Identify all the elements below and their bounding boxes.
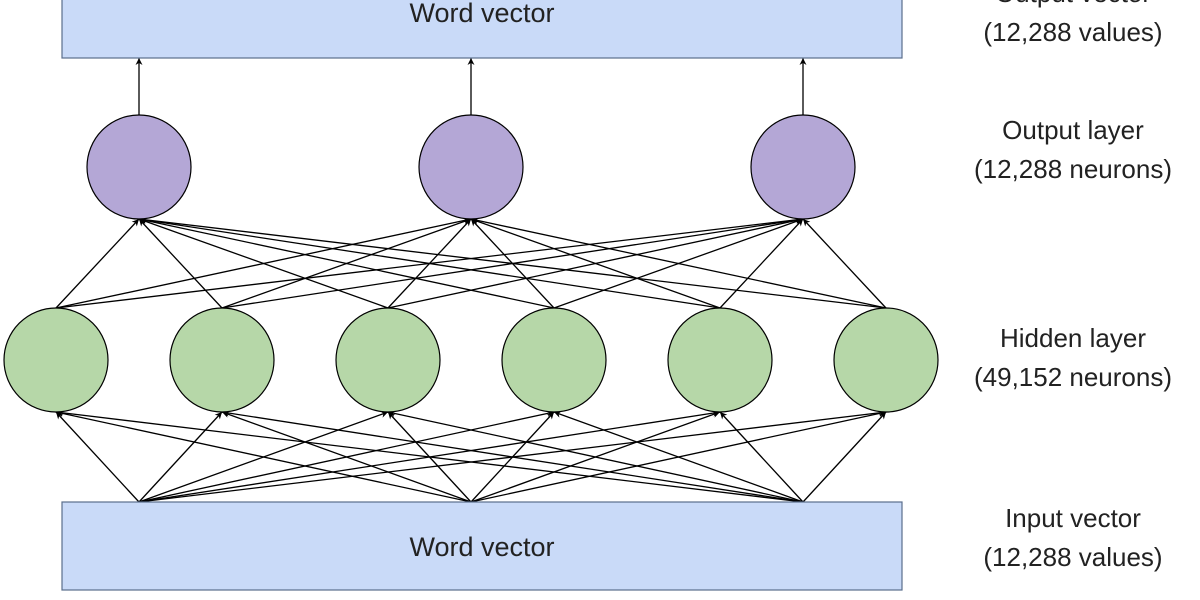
- input-vector-label-line1: Input vector: [1005, 503, 1141, 533]
- output-layer-side-label: Output layer (12,288 neurons): [974, 115, 1172, 184]
- connection-line: [553, 411, 804, 503]
- output-layer-label-line1: Output layer: [1002, 115, 1144, 145]
- hidden-layer-label-line1: Hidden layer: [1000, 323, 1146, 353]
- input-vector: Word vector: [61, 501, 903, 591]
- connection-line: [55, 410, 472, 503]
- hidden-layer-label-line2: (49,152 neurons): [974, 362, 1172, 392]
- input-vector-box-label: Word vector: [409, 532, 554, 562]
- connection-line: [55, 409, 804, 503]
- hidden-neuron: [169, 307, 275, 413]
- connection-line: [470, 218, 721, 309]
- output-vector: Word vector: [61, 0, 903, 59]
- output-vector-side-label: Output vector (12,288 values): [983, 0, 1162, 47]
- output-neuron: [418, 114, 524, 220]
- output-layer-neurons: [86, 114, 856, 220]
- hidden-neuron: [667, 307, 773, 413]
- connection-line: [138, 216, 887, 309]
- output-vector-label-line2: (12,288 values): [983, 17, 1162, 47]
- connection-line: [470, 217, 887, 309]
- output-vector-box: [61, 0, 903, 59]
- connection-line: [802, 218, 887, 309]
- hidden-neuron: [3, 307, 109, 413]
- output-layer-label-line2: (12,288 neurons): [974, 154, 1172, 184]
- input-to-hidden-connections: [55, 409, 887, 503]
- connection-line: [719, 411, 804, 503]
- connection-line: [55, 218, 140, 309]
- hidden-layer-neurons: [3, 307, 939, 413]
- hidden-neuron: [833, 307, 939, 413]
- connection-line: [387, 410, 804, 503]
- connection-line: [138, 217, 555, 309]
- input-vector-side-label: Input vector (12,288 values): [983, 503, 1162, 572]
- connection-line: [55, 411, 140, 503]
- input-vector-label-line2: (12,288 values): [983, 542, 1162, 572]
- output-vector-label-line1: Output vector: [995, 0, 1151, 8]
- output-to-vector-connections: [135, 58, 807, 115]
- hidden-neuron: [501, 307, 607, 413]
- connection-line: [802, 411, 887, 503]
- connection-line: [138, 218, 389, 309]
- connection-line: [221, 409, 804, 503]
- connection-line: [138, 218, 223, 309]
- output-vector-box-label: Word vector: [409, 0, 554, 28]
- hidden-neuron: [335, 307, 441, 413]
- hidden-layer-side-label: Hidden layer (49,152 neurons): [974, 323, 1172, 392]
- connection-line: [138, 216, 721, 309]
- output-neuron: [86, 114, 192, 220]
- connection-line: [719, 218, 804, 309]
- hidden-to-output-connections: [55, 216, 887, 309]
- output-neuron: [750, 114, 856, 220]
- input-vector-box: [61, 501, 903, 591]
- connection-line: [221, 411, 472, 503]
- connection-line: [138, 411, 223, 503]
